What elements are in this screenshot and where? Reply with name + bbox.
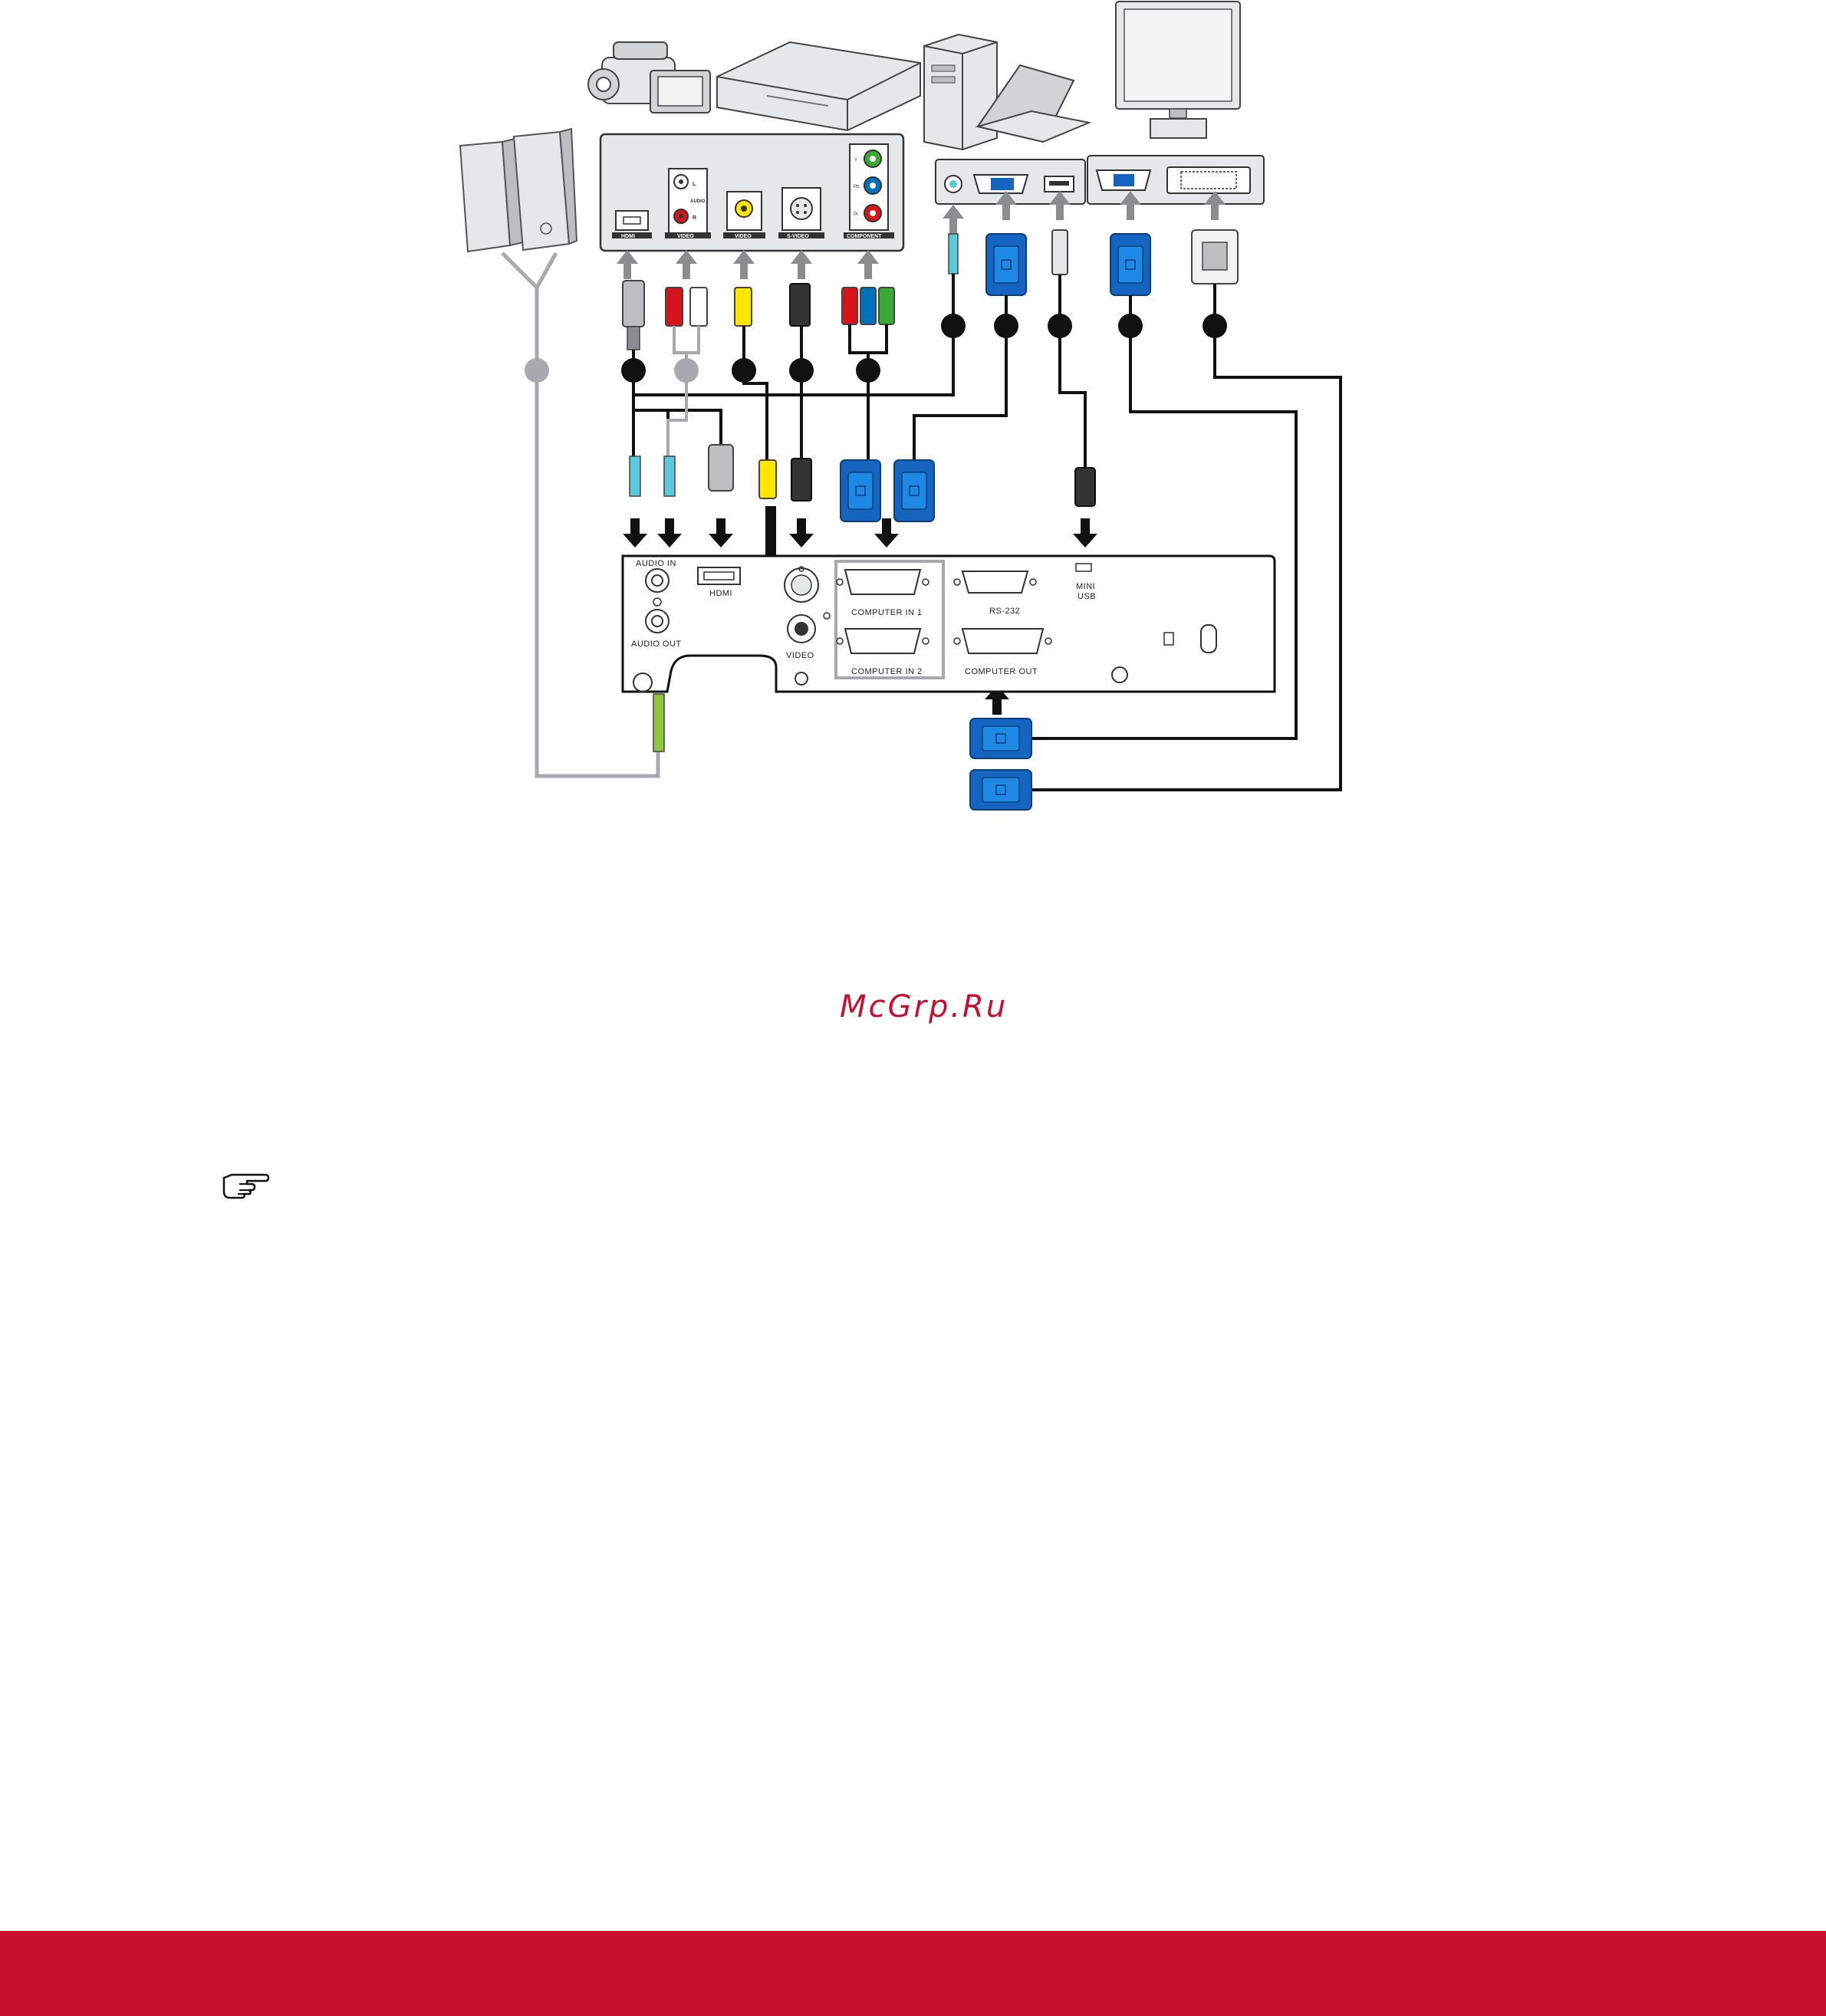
audio-in-label: AUDIO IN	[636, 559, 676, 568]
computer-in-2-label: COMPUTER IN 2	[851, 667, 923, 676]
watermark-text: McGrp.Ru	[840, 989, 1008, 1024]
av-composite-label: VIDEO	[735, 234, 752, 239]
audio-out-label: AUDIO OUT	[631, 640, 682, 649]
connection-diagram: HDMI AUDIO L R VIDEO VIDEO S-VIDEO Y Pb …	[0, 0, 1826, 844]
cable-routes	[633, 274, 1341, 790]
av-l-label: L	[693, 182, 696, 187]
computer-in-1-label: COMPUTER IN 1	[851, 608, 923, 617]
monitor-illustration	[1116, 2, 1240, 138]
av-hdmi-label: HDMI	[621, 234, 635, 239]
av-component-label: COMPONENT	[847, 234, 882, 239]
pointing-hand-icon	[221, 1167, 270, 1201]
projector-hdmi-label: HDMI	[709, 589, 732, 598]
mini-usb-label-2: USB	[1078, 592, 1096, 601]
camcorder-illustration	[588, 42, 710, 113]
av-pb-label: Pb	[854, 185, 860, 189]
footer-bar	[0, 1931, 1826, 2016]
av-audio-label: AUDIO	[690, 199, 706, 204]
av-video-label: VIDEO	[677, 234, 694, 239]
monitor-port-panel	[1087, 156, 1264, 204]
av-source-port-panel: HDMI AUDIO L R VIDEO VIDEO S-VIDEO Y Pb …	[600, 134, 903, 251]
rs232-label: RS-232	[989, 607, 1020, 616]
monitor-out-plugs	[970, 719, 1031, 810]
dvd-player-illustration	[717, 42, 920, 130]
computer-illustration	[924, 35, 1089, 150]
av-r-label: R	[693, 215, 696, 221]
projector-video-label: VIDEO	[786, 651, 814, 660]
mini-usb-label-1: MINI	[1076, 582, 1095, 591]
projector-rear-panel: AUDIO IN AUDIO OUT HDMI VIDEO COMPUTER I…	[623, 556, 1275, 692]
av-pr-label: Pr	[854, 212, 858, 217]
cable-number-dots	[621, 314, 1227, 383]
av-y-label: Y	[854, 158, 857, 163]
av-svideo-label: S-VIDEO	[787, 234, 809, 239]
computer-out-label: COMPUTER OUT	[965, 667, 1038, 676]
